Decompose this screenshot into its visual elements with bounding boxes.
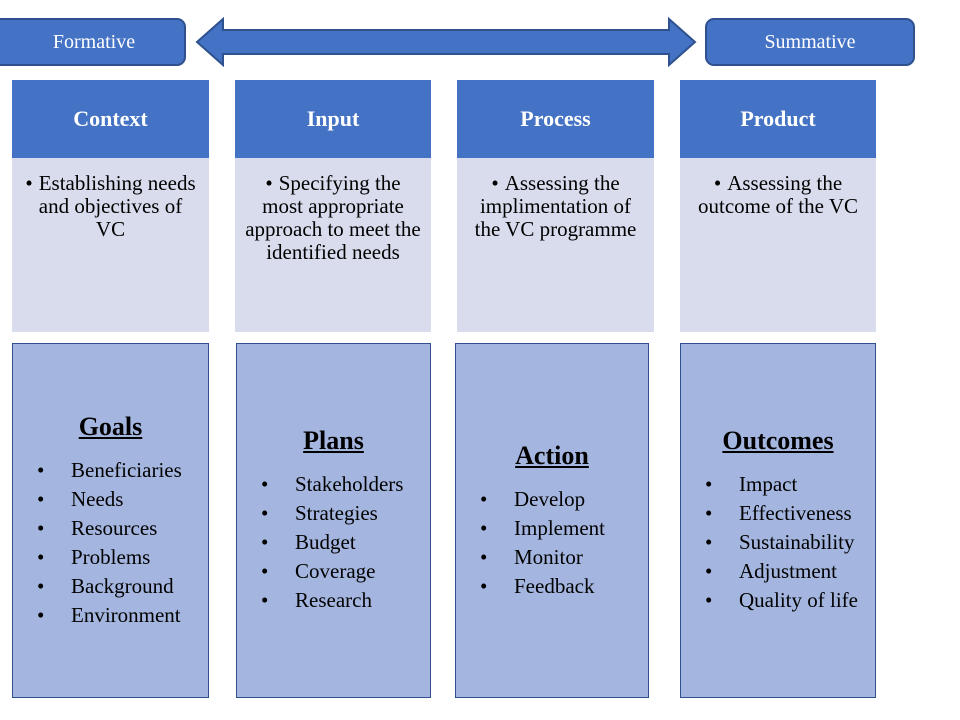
list-item: Strategies <box>261 499 430 528</box>
input-description: •Specifying the most appropriate approac… <box>235 158 431 332</box>
product-description: •Assessing the outcome of the VC <box>680 158 876 332</box>
formative-label: Formative <box>0 18 186 66</box>
bullet-icon: • <box>265 171 273 195</box>
outcomes-title: Outcomes <box>722 426 834 455</box>
plans-title: Plans <box>303 426 364 455</box>
list-item: Beneficiaries <box>37 456 208 485</box>
list-item: Effectiveness <box>705 499 875 528</box>
double-arrow-icon <box>195 16 697 68</box>
list-item: Implement <box>480 514 648 543</box>
list-item: Quality of life <box>705 586 875 615</box>
list-item: Stakeholders <box>261 470 430 499</box>
list-item: Sustainability <box>705 528 875 557</box>
summative-label: Summative <box>705 18 915 66</box>
formative-label-text: Formative <box>52 30 136 53</box>
action-title: Action <box>515 440 589 470</box>
context-description: •Establishing needs and objectives of VC <box>12 158 209 332</box>
plans-list: Stakeholders Strategies Budget Coverage … <box>237 470 430 615</box>
process-header-text: Process <box>520 106 591 131</box>
product-description-text: Assessing the outcome of the VC <box>697 171 858 218</box>
list-item: Environment <box>37 601 208 630</box>
list-item: Monitor <box>480 543 648 572</box>
goals-list: Beneficiaries Needs Resources Problems B… <box>13 456 208 630</box>
action-list: Develop Implement Monitor Feedback <box>456 485 648 601</box>
action-box: Action Develop Implement Monitor Feedbac… <box>455 343 649 698</box>
plans-box: Plans Stakeholders Strategies Budget Cov… <box>236 343 431 698</box>
context-header: Context <box>12 80 209 158</box>
bullet-icon: • <box>491 171 499 195</box>
list-item: Research <box>261 586 430 615</box>
outcomes-box: Outcomes Impact Effectiveness Sustainabi… <box>680 343 876 698</box>
process-description: •Assessing the implimentation of the VC … <box>457 158 654 332</box>
list-item: Coverage <box>261 557 430 586</box>
goals-title: Goals <box>78 411 143 441</box>
product-header-text: Product <box>740 106 816 131</box>
list-item: Background <box>37 572 208 601</box>
input-header-text: Input <box>306 106 360 131</box>
process-header: Process <box>457 80 654 158</box>
list-item: Needs <box>37 485 208 514</box>
context-description-text: Establishing needs and objectives of VC <box>38 171 196 241</box>
list-item: Problems <box>37 543 208 572</box>
input-header: Input <box>235 80 431 158</box>
list-item: Impact <box>705 470 875 499</box>
summative-label-text: Summative <box>764 30 856 53</box>
list-item: Feedback <box>480 572 648 601</box>
list-item: Resources <box>37 514 208 543</box>
process-description-text: Assessing the implimentation of the VC p… <box>474 171 637 241</box>
goals-box: Goals Beneficiaries Needs Resources Prob… <box>12 343 209 698</box>
list-item: Adjustment <box>705 557 875 586</box>
bullet-icon: • <box>25 171 33 195</box>
input-description-text: Specifying the most appropriate approach… <box>245 171 421 264</box>
product-header: Product <box>680 80 876 158</box>
context-header-text: Context <box>73 106 148 131</box>
list-item: Develop <box>480 485 648 514</box>
bullet-icon: • <box>713 171 722 195</box>
list-item: Budget <box>261 528 430 557</box>
outcomes-list: Impact Effectiveness Sustainability Adju… <box>681 470 875 615</box>
